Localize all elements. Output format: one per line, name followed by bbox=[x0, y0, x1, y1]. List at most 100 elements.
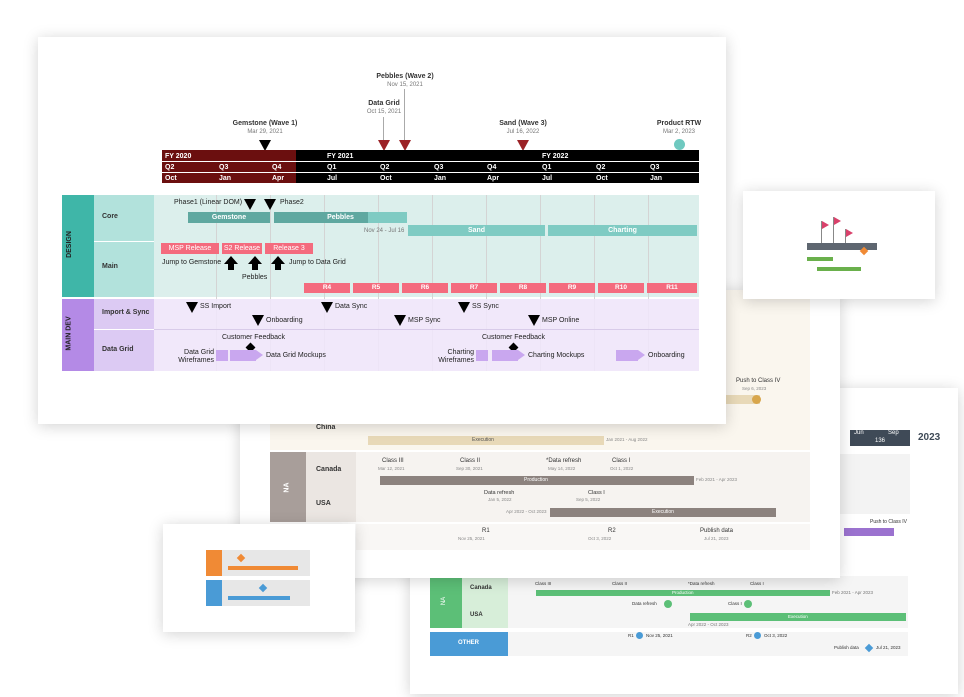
release-r7: R7 bbox=[451, 283, 497, 293]
up-arrow-icon bbox=[271, 256, 285, 264]
ch-wireframes: Charting Wireframes bbox=[438, 349, 474, 364]
back-exec-range: Apr 2022 - Oct 2023 bbox=[688, 622, 729, 627]
mid-execution-bar bbox=[368, 436, 604, 445]
month-2: Jan bbox=[219, 175, 232, 182]
msp-sync-label: MSP Sync bbox=[408, 317, 441, 324]
release-r5: R5 bbox=[353, 283, 399, 293]
back-dr-dot bbox=[664, 600, 672, 608]
charting-bar: Charting bbox=[548, 225, 697, 236]
milestone-rtw-title: Product RTW bbox=[656, 120, 702, 127]
month-1: Oct bbox=[165, 175, 177, 182]
release-r11: R11 bbox=[647, 283, 697, 293]
maindev-group-label: MAIN DEV bbox=[65, 316, 73, 351]
quarter-4: Q1 bbox=[327, 164, 337, 171]
back-r1: R1 bbox=[628, 633, 634, 638]
ss-sync-label: SS Sync bbox=[472, 303, 499, 310]
quarter-6: Q3 bbox=[434, 164, 444, 171]
ch-mock-arrow bbox=[492, 350, 518, 361]
data-sync-marker bbox=[321, 302, 333, 313]
mid-class3: Class III bbox=[382, 458, 404, 464]
mid-push-dot bbox=[752, 395, 761, 404]
back-class1: Class I bbox=[750, 581, 764, 586]
mid-china: China bbox=[316, 424, 336, 431]
msp-online-label: MSP Online bbox=[542, 317, 580, 324]
up-arrow-icon bbox=[224, 256, 238, 264]
mid-dr-star: *Data refresh bbox=[546, 458, 582, 464]
back-production-bar bbox=[536, 590, 830, 596]
back-year: 2023 bbox=[918, 432, 941, 443]
quarter-1: Q2 bbox=[165, 164, 175, 171]
msp-release-bar: MSP Release bbox=[161, 243, 219, 254]
onboarding-marker bbox=[252, 315, 264, 326]
mid-execution-label: Execution bbox=[472, 437, 494, 443]
back-r1-date: Nov 25, 2021 bbox=[646, 633, 673, 638]
month-7: Apr bbox=[487, 175, 500, 182]
back-class1b: Class I bbox=[728, 601, 742, 606]
design-core-sub bbox=[94, 195, 154, 241]
mid-r2-date: Oct 3, 2022 bbox=[588, 536, 612, 541]
mid-class2: Class II bbox=[460, 458, 481, 464]
mid-push-bar bbox=[726, 395, 760, 404]
back-execution-label: Execution bbox=[788, 614, 808, 619]
quarter-10: Q3 bbox=[650, 164, 660, 171]
gantt-flags-icon-card bbox=[743, 191, 935, 299]
mid-class3-date: Mar 12, 2021 bbox=[378, 466, 405, 471]
release-r8: R8 bbox=[500, 283, 546, 293]
ss-import-marker bbox=[186, 302, 198, 313]
back-month-sep: Sep bbox=[888, 430, 899, 436]
milestone-gemstone-title: Gemstone (Wave 1) bbox=[232, 120, 298, 127]
arrow-head-icon bbox=[638, 350, 645, 360]
quarter-8: Q1 bbox=[542, 164, 552, 171]
mid-execution2-bar bbox=[550, 508, 776, 517]
milestone-pebbles-marker bbox=[399, 140, 411, 151]
pebbles-label-main: Pebbles bbox=[242, 274, 268, 281]
datagrid-label: Data Grid bbox=[102, 346, 134, 353]
phase2-marker bbox=[264, 199, 276, 210]
dg-mock-arrow bbox=[230, 350, 256, 361]
quarter-5: Q2 bbox=[380, 164, 390, 171]
data-sync-label: Data Sync bbox=[335, 303, 368, 310]
month-4: Jul bbox=[327, 175, 338, 182]
milestone-pebbles-title: Pebbles (Wave 2) bbox=[376, 73, 434, 80]
back-na-group bbox=[430, 576, 462, 628]
pebbles-progress bbox=[274, 212, 368, 223]
phase1-label: Phase1 (Linear DOM) bbox=[174, 199, 243, 206]
month-8: Jul bbox=[542, 175, 553, 182]
back-canada: Canada bbox=[470, 585, 492, 591]
quarter-2: Q3 bbox=[219, 164, 229, 171]
msp-sync-marker bbox=[394, 315, 406, 326]
milestone-rtw-date: Mar 2, 2023 bbox=[662, 129, 696, 135]
mid-execution2-label: Execution bbox=[652, 509, 674, 515]
month-3: Apr bbox=[272, 175, 285, 182]
mid-push-label: Push to Class IV bbox=[736, 378, 781, 384]
milestone-gemstone-date: Mar 29, 2021 bbox=[247, 129, 283, 135]
mid-na-label: NA bbox=[283, 482, 291, 493]
dg-mockups: Data Grid Mockups bbox=[266, 352, 326, 359]
jump-gemstone-label: Jump to Gemstone bbox=[162, 259, 222, 266]
design-group-label: DESIGN bbox=[65, 231, 73, 258]
mid-production-bar bbox=[380, 476, 694, 485]
back-r1-dot bbox=[636, 632, 643, 639]
customer-feedback-1: Customer Feedback bbox=[222, 334, 286, 341]
ch-mockups: Charting Mockups bbox=[528, 352, 585, 359]
back-prod-range: Feb 2021 - Apr 2023 bbox=[832, 590, 874, 595]
release-r10: R10 bbox=[598, 283, 644, 293]
back-other-group bbox=[430, 632, 508, 656]
quarter-3: Q4 bbox=[272, 164, 282, 171]
milestone-sand-title: Sand (Wave 3) bbox=[499, 120, 547, 127]
milestone-sand-marker bbox=[517, 140, 529, 151]
range-label: Nov 24 - Jul 16 bbox=[364, 228, 405, 234]
month-6: Jan bbox=[434, 175, 447, 182]
back-other-label: OTHER bbox=[458, 640, 479, 646]
quarter-9: Q2 bbox=[596, 164, 606, 171]
back-dr-star: *Data refresh bbox=[688, 581, 715, 586]
back-other-band bbox=[508, 632, 908, 656]
milestone-pebbles-date: Nov 15, 2021 bbox=[387, 82, 423, 88]
mid-publish: Publish data bbox=[700, 528, 734, 534]
fy2022-label: FY 2022 bbox=[542, 153, 569, 160]
back-data-refresh: Data refresh bbox=[632, 601, 657, 606]
phase2-label: Phase2 bbox=[280, 199, 304, 206]
mid-prod-range: Feb 2021 - Apr 2023 bbox=[696, 477, 738, 482]
ss-sync-marker bbox=[458, 302, 470, 313]
release-r9: R9 bbox=[549, 283, 595, 293]
